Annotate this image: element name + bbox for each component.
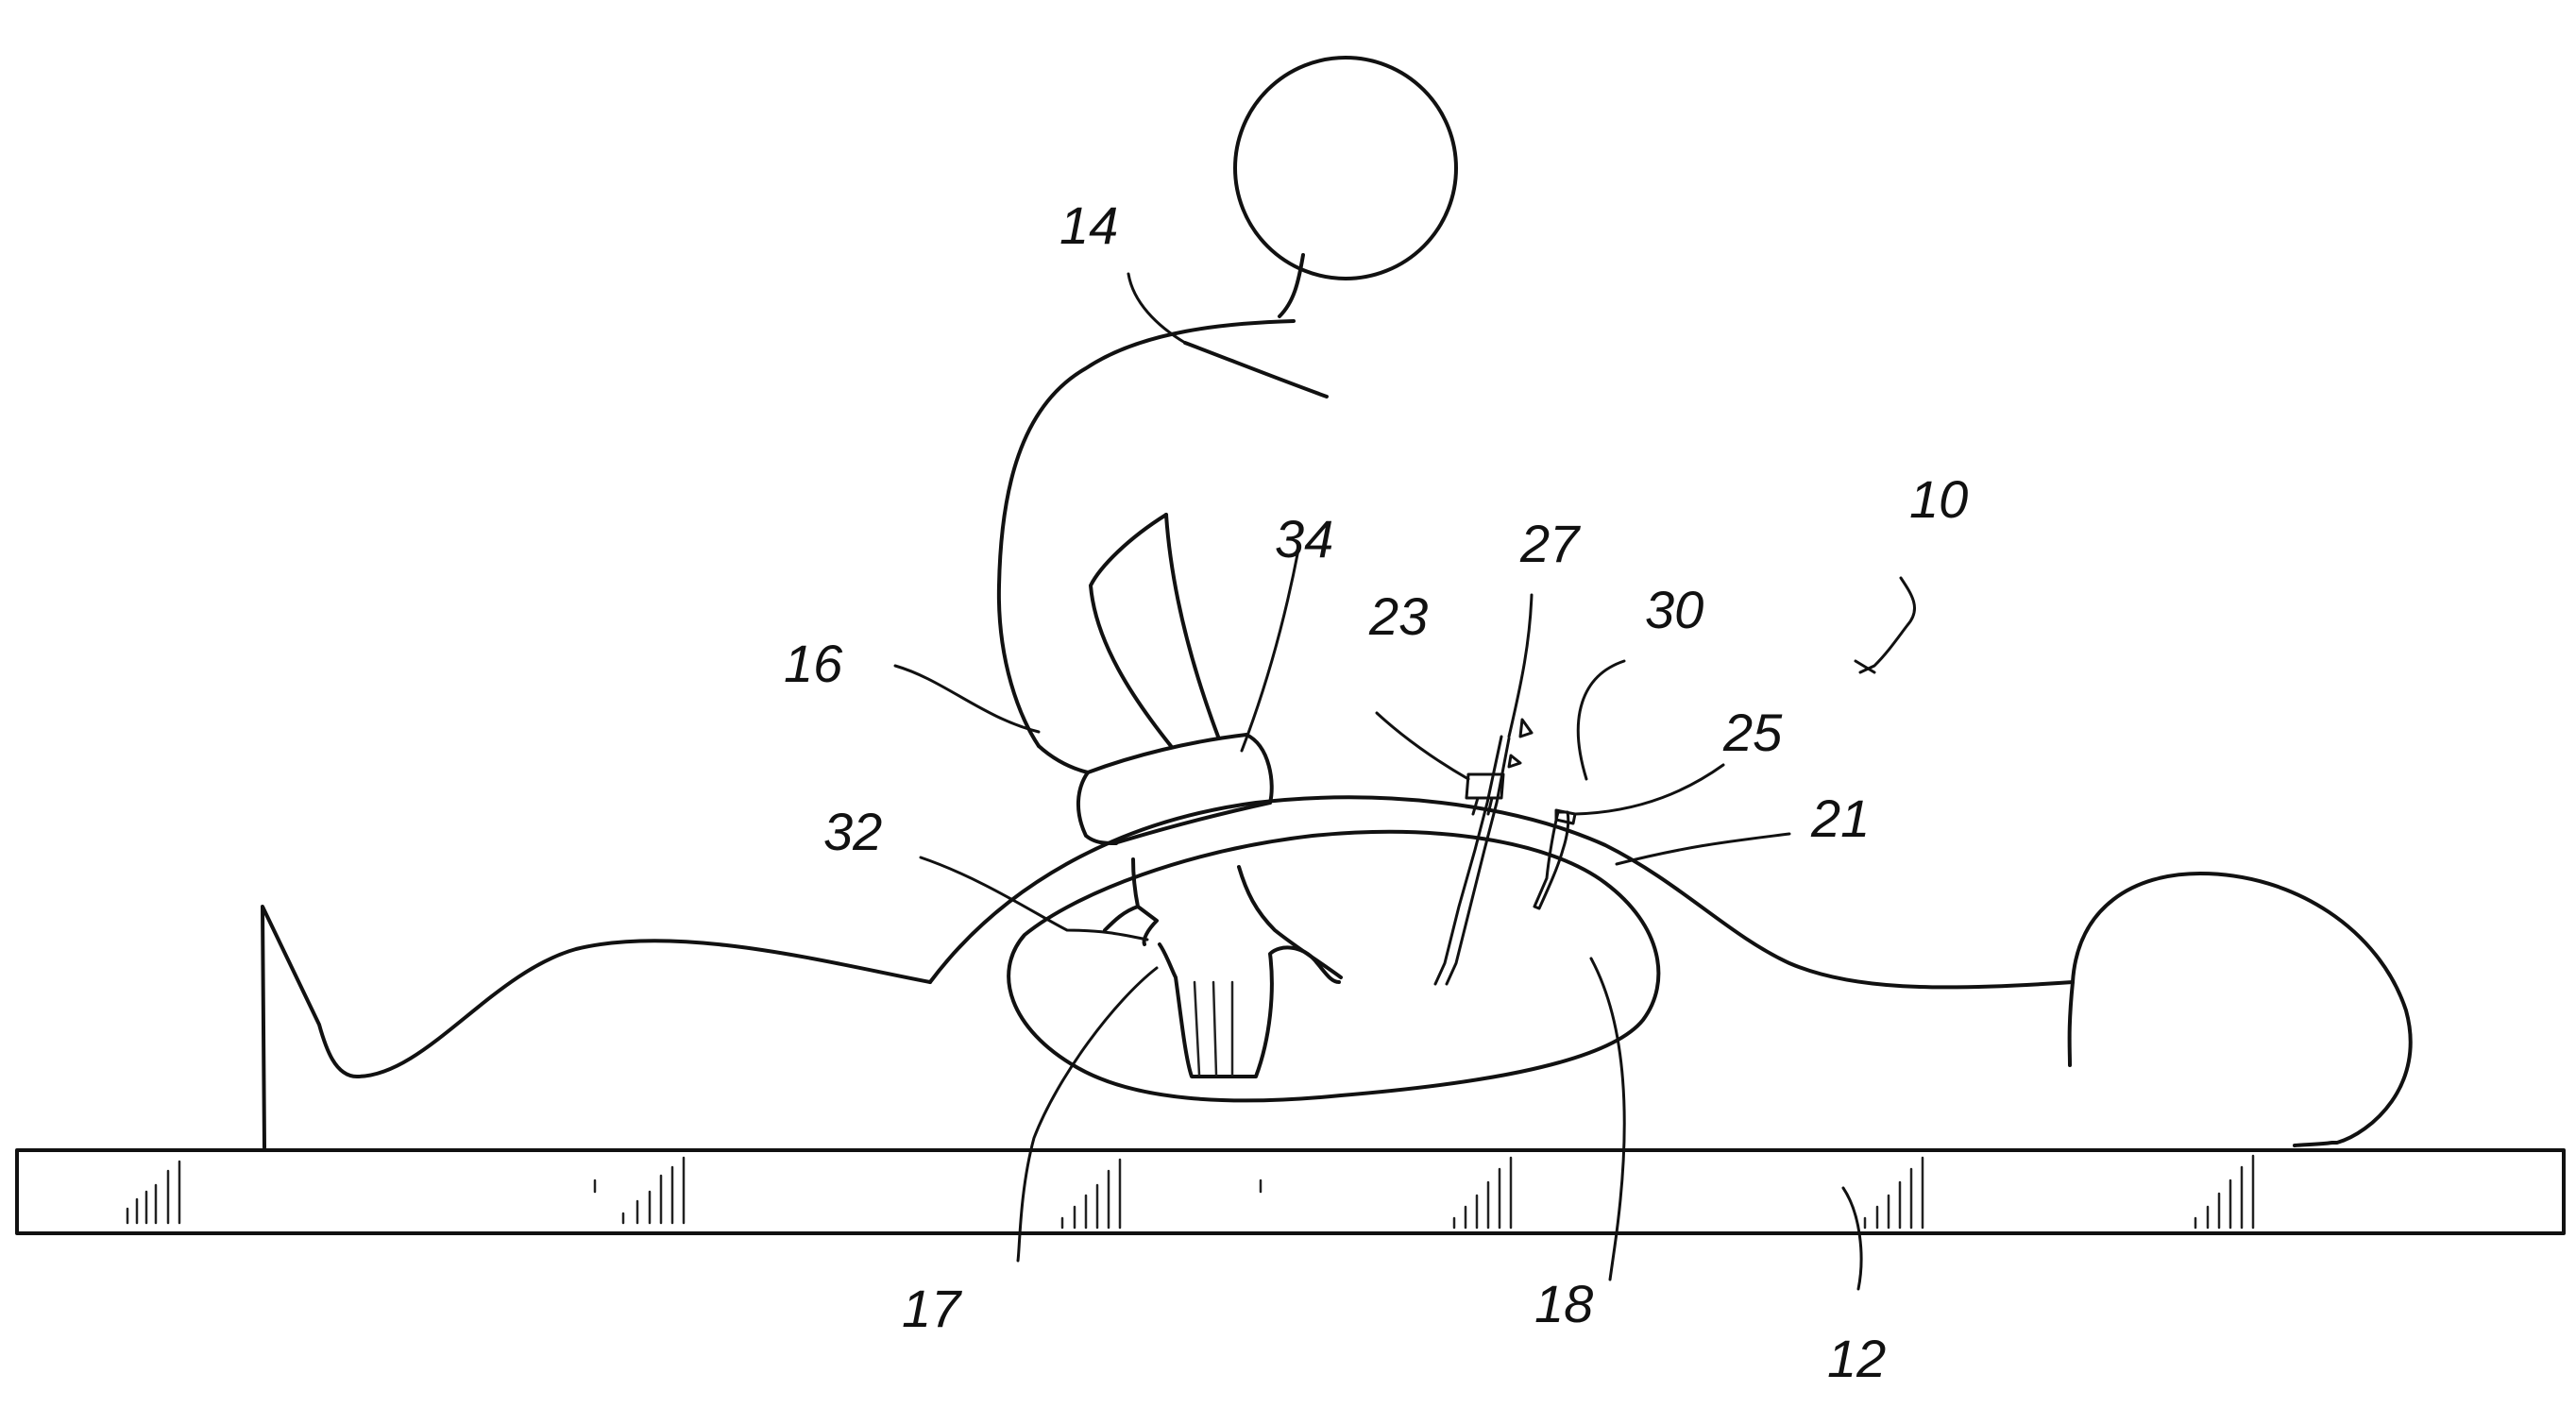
label-25: 25: [1722, 703, 1783, 762]
label-34: 34: [1275, 509, 1333, 568]
instruments: [1435, 720, 1575, 984]
label-10: 10: [1909, 469, 1968, 529]
label-14: 14: [1059, 195, 1118, 255]
label-30: 30: [1645, 580, 1703, 639]
operating-table: [17, 1150, 2564, 1233]
hand-access-device: [1078, 735, 1341, 1077]
abdominal-cavity: [1008, 832, 1658, 1101]
surgeon-head: [1235, 58, 1456, 279]
surgeon: [999, 58, 1456, 772]
label-18: 18: [1534, 1274, 1593, 1333]
label-16: 16: [784, 634, 843, 693]
leader-lines: [895, 274, 1915, 1289]
reference-numerals: 10 12 14 16 17 18 21 23 25 27 30 32 34: [784, 195, 1968, 1388]
label-23: 23: [1368, 586, 1428, 646]
table-hatching: [127, 1156, 2253, 1228]
label-32: 32: [823, 802, 882, 861]
label-27: 27: [1519, 514, 1581, 573]
label-17: 17: [902, 1279, 962, 1338]
label-21: 21: [1810, 789, 1870, 848]
label-12: 12: [1827, 1329, 1886, 1388]
